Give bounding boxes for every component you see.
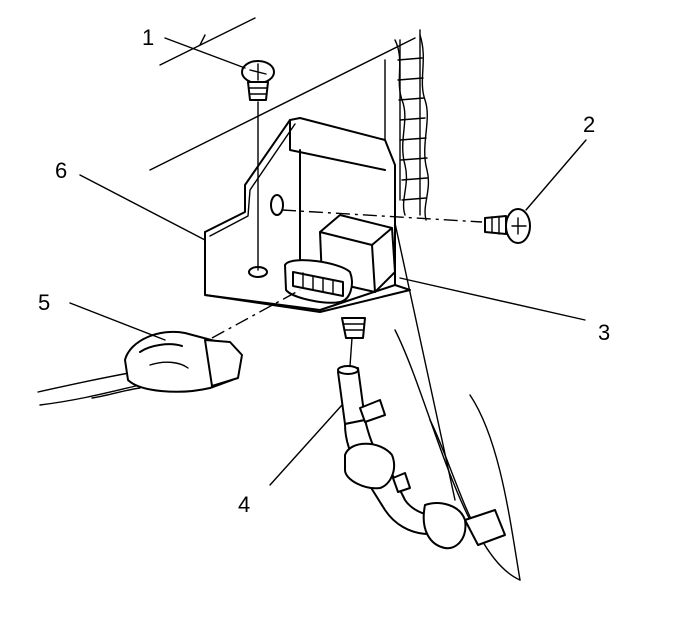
- leader-lines: [69, 37, 587, 486]
- callout-4: 4: [238, 492, 250, 517]
- sensor-body: [284, 214, 396, 304]
- screw-top: [241, 60, 275, 101]
- callout-2: 2: [583, 112, 595, 137]
- callout-1: 1: [142, 25, 154, 50]
- callout-6: 6: [55, 158, 67, 183]
- callout-labels: 1 2 3 4 5 6: [38, 25, 610, 517]
- harness-connector: [37, 330, 243, 406]
- wiring-harness: [394, 34, 430, 221]
- screw-side: [484, 208, 531, 244]
- callout-5: 5: [38, 290, 50, 315]
- vacuum-port: [341, 317, 366, 339]
- assembly-lines: [211, 101, 483, 367]
- vacuum-hose: [337, 365, 506, 550]
- callout-3: 3: [598, 320, 610, 345]
